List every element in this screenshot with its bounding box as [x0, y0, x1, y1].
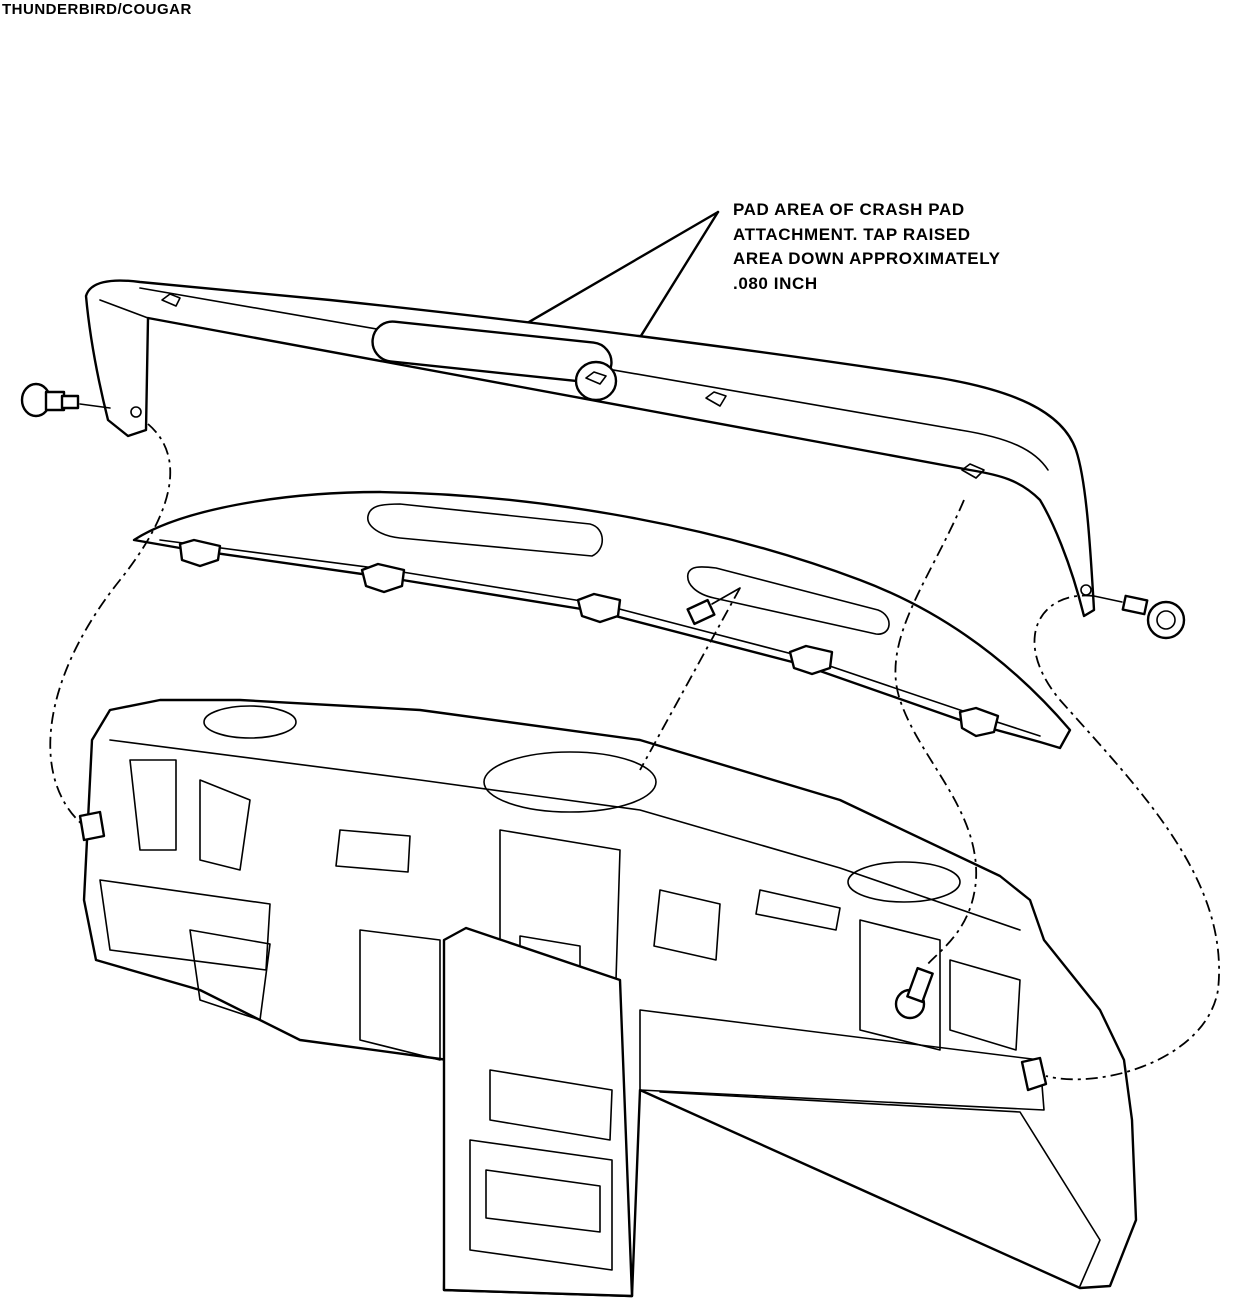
instrument-panel — [78, 698, 1138, 1298]
callout-line-3: AREA DOWN APPROXIMATELY — [733, 249, 1001, 268]
callout-line-2: ATTACHMENT. TAP RAISED — [733, 224, 971, 244]
right-screw — [1093, 594, 1186, 640]
diagram-title: THUNDERBIRD/COUGAR — [2, 1, 192, 18]
callout-note: PAD AREA OF CRASH PAD ATTACHMENT. TAP RA… — [733, 198, 1001, 296]
callout-line-4: .080 INCH — [733, 273, 818, 293]
left-screw — [20, 382, 111, 418]
crash-pad-retainer — [132, 490, 1072, 750]
assembly-path-lines — [49, 423, 1220, 1081]
crash-pad — [84, 279, 1096, 618]
callout-line-1: PAD AREA OF CRASH PAD — [733, 200, 965, 219]
